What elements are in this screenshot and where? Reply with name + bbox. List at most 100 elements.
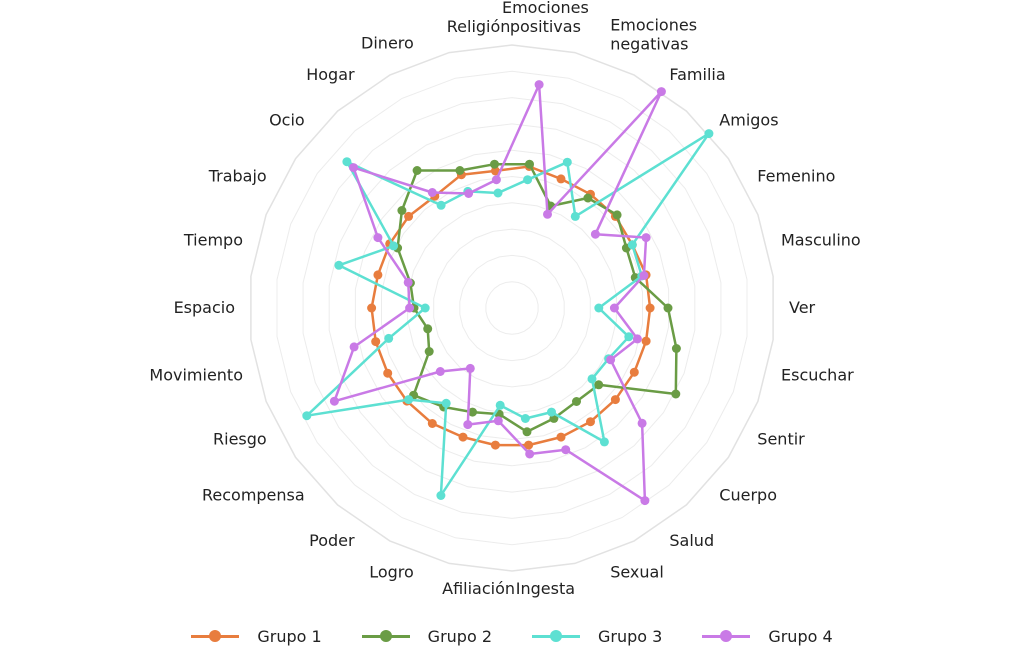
point-grupo-4-recompensa[interactable]: [435, 367, 445, 376]
point-grupo-4-ingesta[interactable]: [525, 449, 535, 459]
point-grupo-2-riesgo[interactable]: [424, 347, 434, 356]
point-grupo-2-movimiento[interactable]: [423, 324, 433, 334]
point-grupo-1-movimiento[interactable]: [371, 337, 381, 347]
point-grupo-4-sentir[interactable]: [606, 355, 616, 365]
point-grupo-3-espacio[interactable]: [420, 303, 430, 313]
point-grupo-4-logro[interactable]: [463, 420, 473, 430]
point-grupo-4-amigos[interactable]: [590, 229, 600, 239]
point-grupo-2-emociones-positivas[interactable]: [525, 159, 534, 169]
point-grupo-4-sexual[interactable]: [561, 445, 571, 455]
point-grupo-4-cuerpo[interactable]: [637, 418, 647, 428]
point-grupo-2-ver[interactable]: [663, 303, 673, 313]
point-grupo-3-religion[interactable]: [493, 188, 503, 198]
axis-label-riesgo: Riesgo: [213, 430, 267, 449]
point-grupo-4-emociones-positivas[interactable]: [534, 80, 544, 90]
point-grupo-4-movimiento[interactable]: [349, 342, 359, 352]
point-grupo-3-emociones-negativas[interactable]: [562, 157, 572, 167]
point-grupo-3-recompensa[interactable]: [404, 395, 414, 405]
point-grupo-3-amigos[interactable]: [704, 129, 714, 139]
point-grupo-1-emociones-negativas[interactable]: [556, 174, 566, 184]
point-grupo-4-tiempo[interactable]: [403, 277, 413, 287]
point-grupo-1-religion[interactable]: [490, 166, 500, 176]
grid-ring-3: [433, 228, 591, 388]
legend-marker-grupo-3: [550, 630, 562, 642]
radar-grid: [250, 44, 774, 572]
point-grupo-4-ocio[interactable]: [349, 163, 358, 173]
point-grupo-3-cuerpo[interactable]: [587, 374, 597, 384]
point-grupo-3-femenino[interactable]: [627, 240, 637, 250]
point-grupo-3-familia[interactable]: [570, 211, 580, 221]
point-grupo-4-masculino[interactable]: [639, 271, 649, 280]
point-grupo-2-sentir[interactable]: [671, 389, 681, 399]
point-grupo-4-emociones-negativas[interactable]: [543, 209, 552, 219]
point-grupo-4-escuchar[interactable]: [632, 334, 642, 344]
point-grupo-4-salud[interactable]: [640, 496, 650, 506]
point-grupo-3-ingesta[interactable]: [520, 414, 530, 423]
point-grupo-4-riesgo[interactable]: [329, 396, 339, 406]
point-grupo-1-escuchar[interactable]: [641, 336, 651, 346]
legend-label-grupo-1: Grupo 1: [257, 626, 322, 646]
axis-label-trabajo: Trabajo: [208, 167, 267, 186]
point-grupo-2-ocio[interactable]: [397, 206, 407, 215]
point-grupo-1-afiliacion[interactable]: [490, 440, 500, 450]
point-grupo-4-ver[interactable]: [609, 303, 619, 313]
point-grupo-2-cuerpo[interactable]: [594, 380, 604, 390]
point-grupo-1-poder[interactable]: [427, 419, 437, 428]
point-grupo-2-hogar[interactable]: [412, 166, 422, 175]
point-grupo-2-salud[interactable]: [572, 397, 581, 406]
point-grupo-3-movimiento[interactable]: [384, 333, 394, 343]
point-grupo-3-trabajo[interactable]: [389, 241, 399, 251]
point-grupo-3-sexual[interactable]: [547, 407, 556, 417]
axis-label-ocio: Ocio: [269, 110, 305, 129]
legend-marker-grupo-2: [379, 630, 392, 642]
point-grupo-2-escuchar[interactable]: [671, 344, 681, 353]
point-grupo-3-emociones-positivas[interactable]: [523, 175, 533, 185]
point-grupo-4-trabajo[interactable]: [373, 233, 383, 243]
point-grupo-4-afiliacion[interactable]: [493, 416, 503, 426]
legend-item-grupo-4[interactable]: Grupo 4: [702, 626, 833, 646]
point-grupo-1-sexual[interactable]: [556, 432, 566, 442]
point-grupo-1-tiempo[interactable]: [373, 270, 383, 280]
point-grupo-3-poder[interactable]: [441, 398, 451, 408]
legend-label-grupo-4: Grupo 4: [768, 626, 833, 646]
point-grupo-3-ocio[interactable]: [342, 157, 352, 167]
point-grupo-2-amigos[interactable]: [612, 210, 622, 220]
point-grupo-1-espacio[interactable]: [367, 303, 377, 313]
point-grupo-3-logro[interactable]: [436, 491, 446, 500]
axis-label-poder: Poder: [309, 531, 355, 550]
point-grupo-4-religion[interactable]: [491, 175, 501, 185]
point-grupo-2-dinero[interactable]: [455, 166, 465, 175]
point-grupo-1-ingesta[interactable]: [524, 440, 534, 450]
point-grupo-1-salud[interactable]: [586, 417, 595, 427]
point-grupo-4-femenino[interactable]: [641, 233, 651, 243]
point-grupo-3-salud[interactable]: [599, 437, 609, 447]
point-grupo-2-religion[interactable]: [490, 159, 499, 169]
legend-item-grupo-3[interactable]: Grupo 3: [532, 627, 662, 646]
point-grupo-1-cuerpo[interactable]: [610, 395, 620, 405]
point-grupo-4-hogar[interactable]: [427, 188, 437, 197]
point-grupo-1-ver[interactable]: [645, 303, 655, 313]
point-grupo-2-ingesta[interactable]: [522, 427, 532, 437]
point-grupo-4-familia[interactable]: [656, 87, 666, 97]
grid-ring-1: [485, 281, 539, 335]
point-grupo-3-escuchar[interactable]: [624, 332, 634, 342]
axis-label-movimiento: Movimiento: [149, 366, 243, 385]
point-grupo-4-espacio[interactable]: [405, 303, 415, 313]
legend-item-grupo-2[interactable]: Grupo 2: [361, 627, 492, 646]
axis-label-cuerpo: Cuerpo: [719, 486, 777, 505]
point-grupo-1-sentir[interactable]: [629, 367, 639, 377]
point-grupo-2-familia[interactable]: [583, 193, 593, 203]
point-grupo-3-afiliacion[interactable]: [495, 400, 505, 410]
point-grupo-3-hogar[interactable]: [436, 200, 446, 210]
point-grupo-3-tiempo[interactable]: [334, 260, 344, 270]
point-grupo-4-dinero[interactable]: [464, 189, 474, 198]
point-grupo-4-poder[interactable]: [465, 363, 475, 373]
point-grupo-3-ver[interactable]: [594, 303, 604, 313]
point-grupo-1-logro[interactable]: [458, 432, 468, 442]
point-grupo-3-riesgo[interactable]: [302, 411, 312, 421]
legend-item-grupo-1[interactable]: Grupo 1: [191, 626, 322, 646]
axis-label-salud: Salud: [669, 531, 714, 550]
point-grupo-2-logro[interactable]: [468, 407, 477, 417]
point-grupo-1-riesgo[interactable]: [383, 368, 393, 378]
point-grupo-1-ocio[interactable]: [404, 211, 414, 221]
